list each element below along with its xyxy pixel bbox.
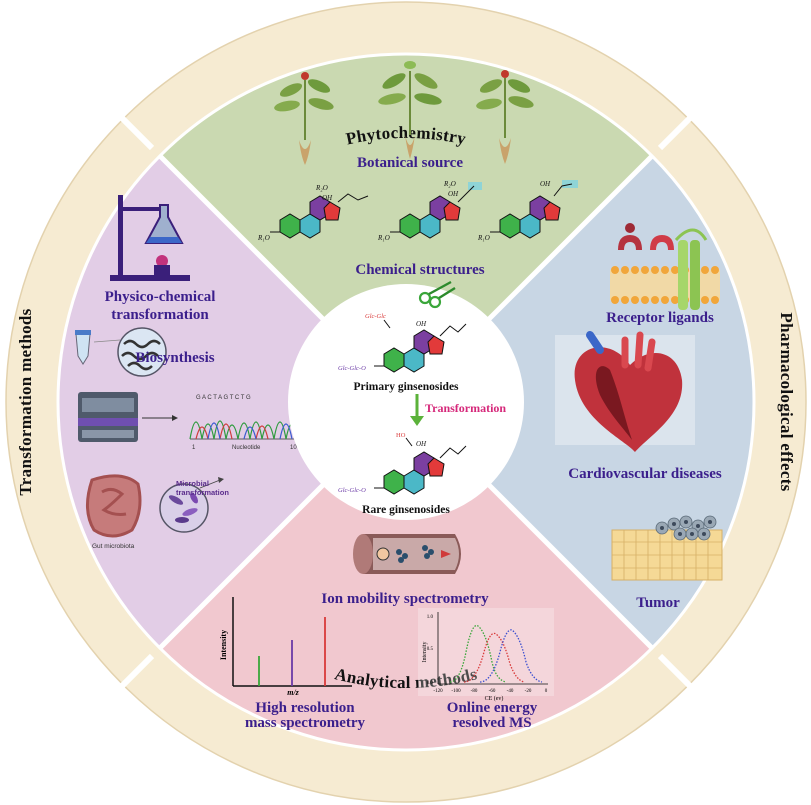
quadrant-analytical [58,402,754,750]
transformation-label: Transformation [425,401,506,415]
svg-text:Intensity: Intensity [219,630,228,660]
svg-text:OH: OH [540,180,551,188]
svg-text:-80: -80 [471,689,478,694]
botanical-plants [274,61,534,165]
scissors-icon [418,280,456,309]
svg-text:R₁O: R₁O [377,234,390,242]
chemical-structure-2: R₁O R₂O OH [377,180,482,242]
online-ms-label-line1: Online energy [447,700,538,716]
svg-text:OH: OH [416,320,427,328]
heart-icon [555,331,695,452]
tumor-cells-icon [611,515,723,581]
ion-mobility-label: Ion mobility spectrometry [321,591,489,607]
rare-ginsenosides-label: Rare ginsenosides [362,504,450,516]
ginseng-plant-icon [476,70,534,164]
ion-mobility-tube-icon [353,534,461,574]
biosynthesis-label: Biosynthesis [135,350,214,366]
ce-curve-green [449,624,507,683]
microbial-transformation-label-line2: transformation [176,488,229,497]
chemical-structures-label: Chemical structures [355,262,484,278]
physico-chemical-label-line1: Physico-chemical [105,289,216,305]
ginseng-plant-icon [378,61,442,159]
primary-ginsenoside-structure: OH [374,319,467,373]
svg-text:OH: OH [448,190,459,198]
online-ms-label-line2: resolved MS [452,715,531,731]
tumor-label: Tumor [636,595,680,611]
ginseng-plant-icon [274,72,334,165]
primary-ginsenosides-label: Primary ginsenosides [353,381,459,393]
svg-text:0.5: 0.5 [427,647,434,652]
svg-text:R₂O: R₂O [315,184,328,192]
ce-breakdown-chart: Intensity 1.0 0.5 0.0 -120 -100 -80 -60 … [418,608,554,702]
tube-dna-icon [75,327,167,377]
chemical-structure-1: R₁O R₂O OH [257,184,369,242]
physico-chemical-label-line2: transformation [111,307,209,323]
svg-text:1: 1 [192,445,196,451]
svg-text:-20: -20 [525,689,532,694]
ring-label-pharmacology: Pharmacological effects [777,312,796,491]
ring-dividers [115,111,697,693]
svg-text:R₁O: R₁O [477,234,490,242]
svg-text:OH: OH [416,440,427,448]
svg-text:R₁O: R₁O [257,234,270,242]
gut-microbiota-icon [86,474,224,538]
svg-text:-40: -40 [507,689,514,694]
svg-text:R₂O: R₂O [443,180,456,188]
hrms-label-line1: High resolution [255,700,355,716]
svg-text:0: 0 [545,689,548,694]
svg-text:m/z: m/z [287,688,299,697]
chromatogram: G A C T A G T C T G 1 Nucleotide 10 [189,395,300,451]
center-circle [288,284,524,520]
receptor-membrane-icon [610,223,720,310]
quadrant-transformation [58,54,406,750]
lab-stand-flask-icon [110,195,190,281]
cardiovascular-diseases-label: Cardiovascular diseases [568,466,722,482]
chemical-structure-3: R₁O OH [477,180,578,242]
svg-text:G A C T A G T C T G: G A C T A G T C T G [196,395,251,401]
hrms-spectrum: Intensity m/z [219,597,352,697]
ho-label: HO [396,432,406,439]
glc-glc-o-primary-label: Glc-Glc-O [338,365,366,372]
svg-text:-60: -60 [489,689,496,694]
glc-glc-o-rare-label: Glc-Glc-O [338,487,366,494]
hrms-label-line2: mass spectrometry [245,715,366,731]
svg-text:Nucleotide: Nucleotide [232,445,261,451]
svg-text:Intensity: Intensity [422,642,428,663]
svg-text:1.0: 1.0 [427,615,434,620]
svg-text:-120: -120 [433,689,443,694]
rare-ginsenoside-structure: OH [374,437,467,495]
glc-glc-top-label: Glc-Glc [365,313,386,320]
microbial-transformation-label-line1: Microbial [176,479,209,488]
svg-text:OH: OH [322,194,333,202]
ring-label-transformation: Transformation methods [16,308,35,495]
receptor-ligands-label: Receptor ligands [606,310,714,326]
svg-text:-100: -100 [451,689,461,694]
svg-text:CE (ev): CE (ev) [485,695,504,702]
sequencer-icon [78,392,138,442]
svg-text:0.0: 0.0 [427,681,434,686]
gut-microbiota-label: Gut microbiota [92,543,135,550]
svg-text:10: 10 [290,445,297,451]
botanical-source-label: Botanical source [357,155,463,171]
quadrants [58,54,754,750]
